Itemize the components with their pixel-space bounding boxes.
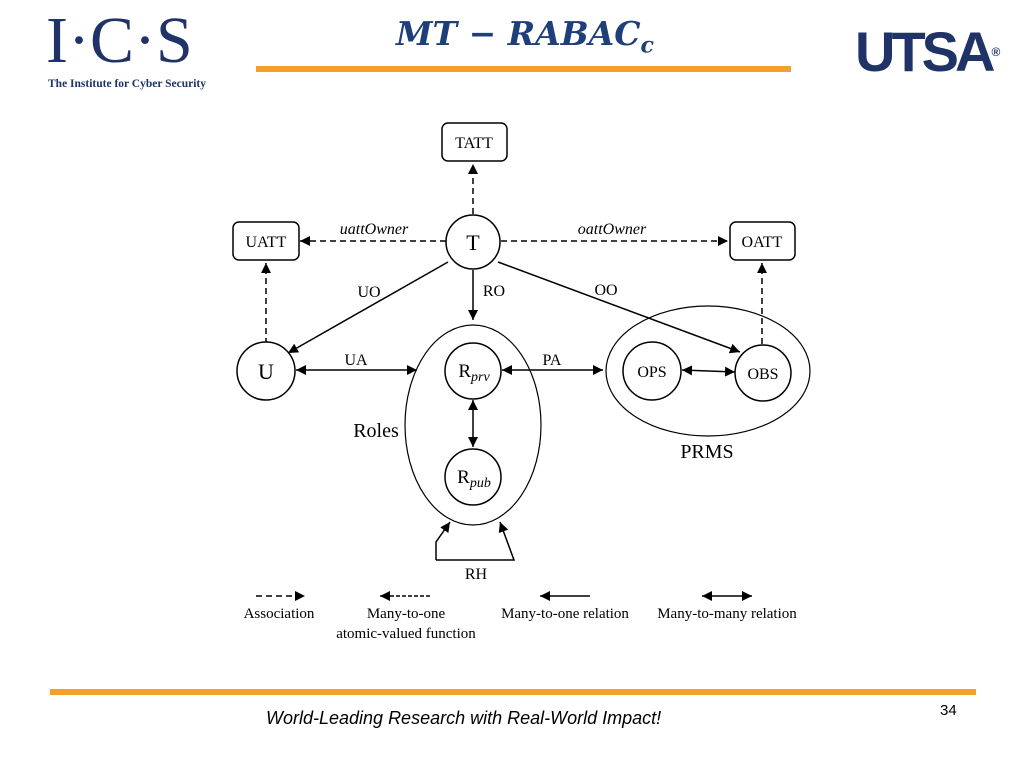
pa-label: PA: [543, 352, 562, 369]
r-pub-node-label: Rpub: [457, 467, 491, 491]
roles-group-label: Roles: [353, 420, 399, 442]
oo-label: OO: [594, 282, 617, 299]
prms-group-ellipse: [605, 305, 811, 437]
oo-edge: [497, 261, 741, 354]
ops-obs-edge: [681, 365, 736, 377]
r-pub-node: [444, 448, 502, 506]
t-node: [445, 214, 501, 270]
legend-many-to-many-label: Many-to-many relation: [657, 606, 797, 622]
uatt-owner-label: uattOwner: [340, 221, 409, 238]
tatt-node: [441, 122, 508, 162]
uo-label: UO: [357, 284, 380, 301]
obs-node: [734, 344, 792, 402]
r-prv-base: R: [458, 361, 471, 382]
oatt-node-label: OATT: [742, 234, 783, 251]
obs-node-label: OBS: [747, 366, 778, 383]
r-prv-subscript: prv: [470, 370, 490, 385]
ua-label: UA: [344, 352, 368, 369]
uo-edge: [287, 261, 449, 354]
ics-logo-letters: I·C·S: [46, 4, 193, 77]
r-pub-base: R: [457, 467, 470, 488]
tatt-node-label: TATT: [455, 135, 493, 152]
slide-title: MT − RABACc: [300, 14, 750, 59]
slide-title-subscript: c: [640, 32, 654, 59]
utsa-logo: UTSA®: [855, 22, 1000, 82]
r-pub-subscript: pub: [469, 476, 491, 491]
r-prv-node-label: Rprv: [458, 361, 490, 385]
legend-association-label: Association: [244, 606, 315, 622]
rh-label: RH: [465, 566, 488, 583]
u-node: [236, 341, 296, 401]
oatt-owner-label: oattOwner: [578, 221, 647, 238]
ics-logo-subtitle: The Institute for Cyber Security: [48, 78, 207, 90]
page-number: 34: [940, 702, 957, 719]
prms-group-label: PRMS: [680, 441, 733, 463]
t-node-label: T: [466, 230, 480, 255]
slide-title-main: MT − RABAC: [396, 14, 641, 53]
footer-tagline: World-Leading Research with Real-World I…: [266, 708, 662, 728]
ro-label: RO: [483, 283, 505, 300]
footer-rule: [50, 689, 976, 695]
u-node-label: U: [258, 359, 274, 384]
r-prv-node: [444, 342, 502, 400]
uatt-node: [232, 221, 300, 261]
utsa-logo-text: UTSA: [855, 20, 995, 83]
oatt-node: [729, 221, 796, 261]
legend-function-label-line2: atomic-valued function: [336, 626, 476, 642]
rh-edge-left: [435, 521, 451, 560]
ics-logo: I·C·S The Institute for Cyber Security: [46, 8, 206, 92]
rh-edge-right: [436, 521, 516, 561]
ops-node: [622, 341, 682, 401]
legend-function-label-line1: Many-to-one: [367, 606, 446, 622]
roles-group-ellipse: [404, 324, 542, 526]
legend-many-to-one-label: Many-to-one relation: [501, 606, 629, 622]
utsa-registered-mark: ®: [991, 45, 1001, 59]
ops-node-label: OPS: [637, 364, 666, 381]
title-rule: [256, 66, 791, 72]
uatt-node-label: UATT: [246, 234, 287, 251]
